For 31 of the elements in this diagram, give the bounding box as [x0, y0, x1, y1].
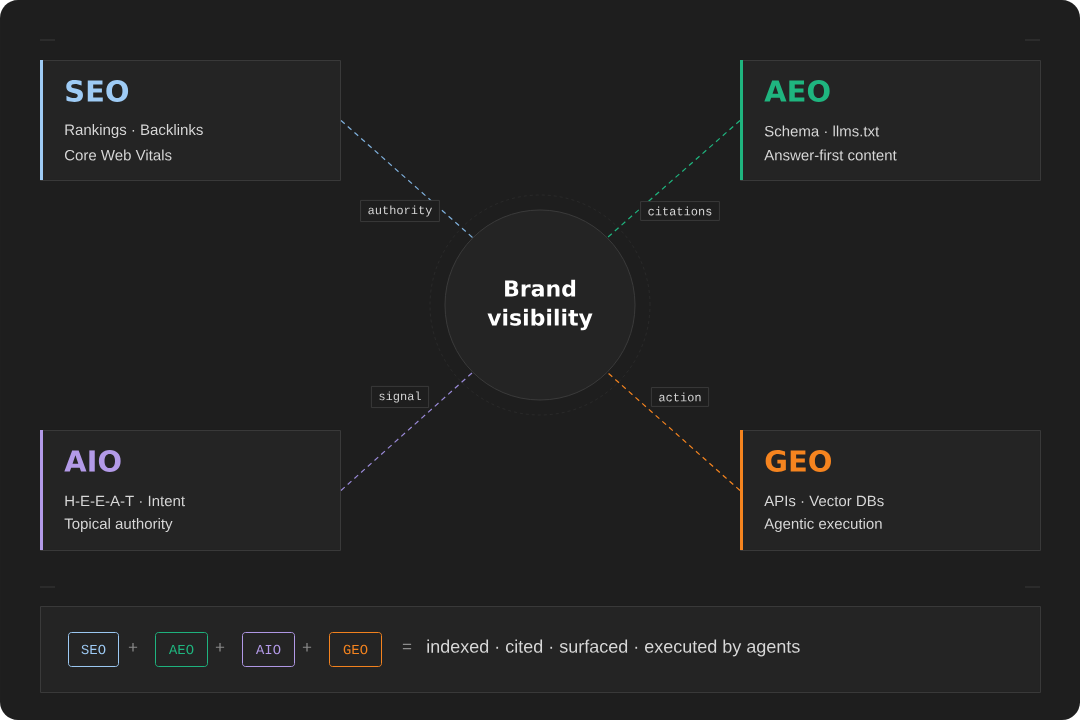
card-title: AIO [64, 450, 121, 472]
edge-label: signal [370, 385, 430, 409]
edge-label: citations [640, 201, 720, 221]
card-title: SEO [66, 80, 129, 102]
connector-line [340, 119, 474, 239]
center-text: Brand visibility [487, 279, 593, 331]
tag-chip: SEO [68, 632, 119, 667]
operator-sign: + [302, 643, 312, 652]
card-text: Schema · llms.txt [764, 125, 880, 137]
card-text: Rankings · Backlinks [65, 124, 203, 138]
tag-chip: GEO [329, 632, 382, 667]
card-title: GEO [765, 450, 831, 472]
card-text: H-E-E-A-T · Intent [65, 495, 185, 507]
card-text: APIs · Vector DBs [764, 495, 884, 507]
card-text: Core Web Vitals [65, 149, 172, 161]
center-circle [444, 209, 636, 401]
operator-sign: + [215, 643, 225, 652]
card-title: AEO [764, 80, 830, 102]
card-text: Topical authority [64, 518, 173, 532]
card-text: Answer-first content [764, 149, 897, 161]
edge-label: authority [360, 199, 440, 223]
operator-sign: = [402, 643, 412, 650]
tag-chip: AIO [242, 632, 295, 667]
connector-line [606, 119, 741, 239]
tag-chip: AEO [155, 632, 208, 667]
operator-sign: + [128, 643, 138, 652]
edge-label: action [650, 387, 710, 407]
summary-text: indexed · cited · surfaced · executed by agents [427, 639, 800, 657]
card-text: Agentic execution [764, 518, 882, 532]
connector-line [340, 371, 474, 492]
connector-line [606, 371, 741, 492]
